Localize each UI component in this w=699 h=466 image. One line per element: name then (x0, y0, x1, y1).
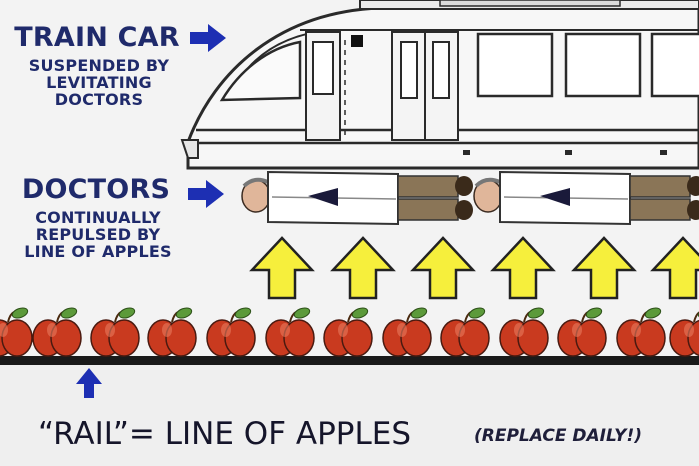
apple-icon (323, 307, 373, 357)
apple-icon (0, 307, 33, 357)
doctors-desc-line: CONTINUALLY (35, 208, 161, 227)
yellow-up-arrow-icon (249, 236, 315, 300)
apple-icon (206, 307, 256, 357)
apple-icon (32, 307, 82, 357)
blue-pointer-arrow-icon (188, 180, 224, 208)
apple-icon (616, 307, 666, 357)
apple-icon (147, 307, 197, 357)
yellow-up-arrow-icon (571, 236, 637, 300)
train-car-label: TRAIN CAR (14, 22, 180, 53)
apple-icon (557, 307, 607, 357)
yellow-up-arrow-icon (650, 236, 699, 300)
apple-icon (382, 307, 432, 357)
replace-note: (REPLACE DAILY!) (474, 426, 643, 446)
apple-icon (90, 307, 140, 357)
doctors-label: DOCTORS (21, 174, 171, 205)
yellow-up-arrow-icon (330, 236, 396, 300)
apple-icon (265, 307, 315, 357)
rail-caption: “RAIL”= LINE OF APPLES (38, 416, 412, 452)
apple-icon (669, 307, 699, 357)
yellow-up-arrow-icon (490, 236, 556, 300)
train-car-desc-line: DOCTORS (54, 89, 144, 109)
apple-icon (499, 307, 549, 357)
doctors-desc-line: LINE OF APPLES (24, 241, 172, 261)
blue-up-arrow-icon (76, 368, 102, 398)
apple-icon (440, 307, 490, 357)
train-car-desc-line: SUSPENDED BY (28, 56, 170, 75)
doctor-figure-icon (241, 170, 473, 226)
train-car-description: SUSPENDED BY LEVITATING DOCTORS (8, 56, 190, 109)
doctors-desc-line: REPULSED BY (35, 224, 161, 244)
doctors-description: CONTINUALLY REPULSED BY LINE OF APPLES (4, 208, 192, 261)
apple-line (0, 307, 699, 357)
ground-strip (0, 356, 699, 365)
yellow-up-arrow-icon (410, 236, 476, 300)
repulsion-arrows (249, 236, 699, 300)
train-car (180, 0, 699, 170)
doctors-row (241, 170, 699, 226)
train-car-desc-line: LEVITATING (46, 72, 152, 92)
blue-pointer-arrow-icon (190, 24, 226, 52)
doctor-figure-icon (473, 170, 699, 226)
